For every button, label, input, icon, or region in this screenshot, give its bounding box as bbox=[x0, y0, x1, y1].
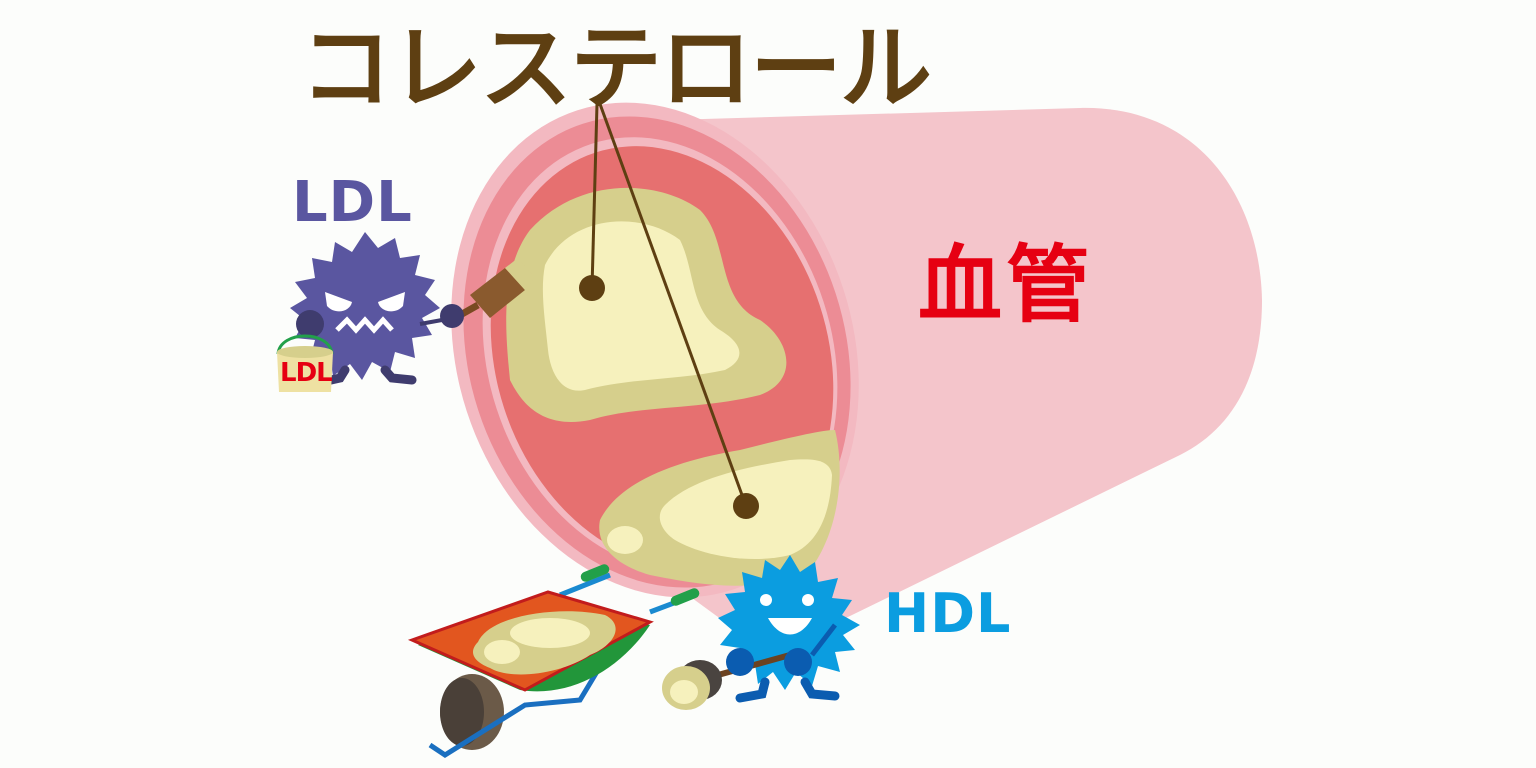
paint-brush-icon bbox=[470, 268, 525, 318]
hdl-character bbox=[662, 555, 860, 710]
pointer-dot-upper bbox=[579, 275, 605, 301]
pointer-line-upper bbox=[590, 103, 599, 289]
ldl-jagged-mouth bbox=[335, 316, 394, 334]
ldl-angry-eye-left bbox=[325, 292, 352, 312]
blood-vessel-label: 血管 bbox=[918, 236, 1095, 334]
plaque-lower-blob bbox=[607, 526, 643, 554]
wheelbarrow-icon bbox=[407, 564, 700, 758]
blood-vessel bbox=[451, 102, 1262, 655]
hdl-smile bbox=[768, 618, 812, 635]
bucket-handle bbox=[276, 334, 334, 355]
ldl-angry-eye-right bbox=[378, 292, 405, 312]
paint-bucket-icon bbox=[277, 352, 333, 392]
ldl-label: LDL bbox=[292, 170, 413, 235]
cholesterol-title: コレステロール bbox=[300, 15, 932, 122]
hdl-label: HDL bbox=[884, 582, 1012, 645]
pointer-dot-lower bbox=[733, 493, 759, 519]
bucket-ldl-label: LDL bbox=[280, 358, 333, 388]
pointer-line-lower bbox=[598, 103, 748, 507]
ldl-character bbox=[276, 232, 535, 392]
